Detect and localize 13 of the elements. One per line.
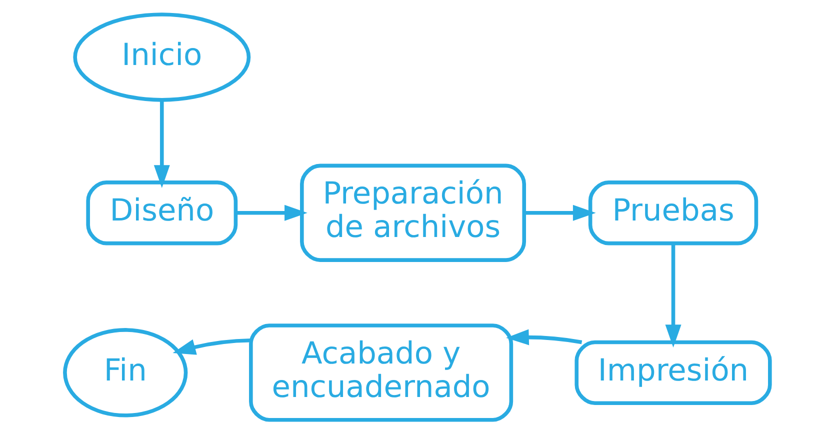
- node-box: Impresión: [574, 340, 772, 406]
- arrow: [235, 204, 307, 221]
- node-box: Acabado y encuadernado: [248, 324, 513, 422]
- arrow: [153, 100, 170, 188]
- node-box: Preparación de archivos: [300, 164, 526, 262]
- node-ellipse: Fin: [62, 328, 188, 418]
- node-box: Pruebas: [588, 180, 758, 246]
- node-ellipse: Inicio: [72, 12, 250, 102]
- arrow: [524, 204, 596, 221]
- arrow: [664, 244, 681, 348]
- node-box: Diseño: [86, 180, 238, 246]
- arrow: [172, 338, 250, 355]
- arrow: [505, 329, 582, 346]
